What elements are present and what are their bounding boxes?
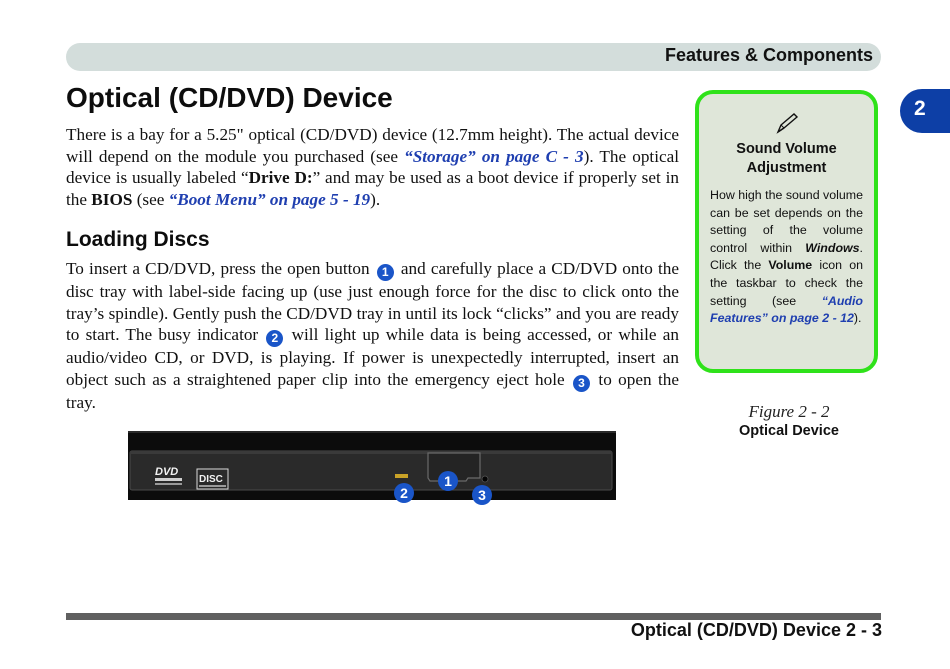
storage-link[interactable]: “Storage” on page C - 3 — [404, 146, 584, 166]
boot-menu-link[interactable]: “Boot Menu” on page 5 - 19 — [168, 189, 371, 209]
footer-page-label: Optical (CD/DVD) Device 2 - 3 — [630, 620, 882, 640]
callout-3: 3 — [573, 374, 591, 392]
sidebar-note: Sound Volume Adjustment How high the sou… — [695, 90, 878, 373]
chapter-tab[interactable]: 2 — [900, 89, 950, 133]
figure-callout-3: 3 — [472, 485, 492, 505]
figure-label: Figure 2 - 2 — [748, 402, 830, 421]
compact-disc-logo: DISC — [196, 468, 229, 490]
svg-text:DVD: DVD — [155, 466, 178, 478]
svg-text:1: 1 — [444, 473, 452, 489]
chapter-number: 2 — [914, 97, 926, 120]
intro-paragraph: There is a bay for a 5.25" optical (CD/D… — [66, 125, 680, 209]
callout-1: 1 — [376, 264, 394, 281]
figure-callout-2: 2 — [394, 483, 414, 503]
loading-discs-paragraph: To insert a CD/DVD, press the open butto… — [66, 259, 680, 412]
page-title: Optical (CD/DVD) Device — [66, 82, 393, 113]
audio-features-link[interactable]: “Audio Features” on page 2 - 12 — [710, 293, 863, 326]
header-title: Features & Components — [664, 45, 873, 65]
figure-name: Optical Device — [739, 423, 839, 439]
busy-indicator — [395, 474, 408, 478]
sidebar-title: Sound Volume Adjustment — [736, 141, 837, 176]
sidebar-body: How high the sound volume can be set dep… — [710, 188, 863, 326]
callout-2: 2 — [266, 330, 284, 348]
section-title: Loading Discs — [66, 228, 210, 251]
svg-text:3: 3 — [478, 487, 486, 503]
svg-text:2: 2 — [400, 485, 408, 501]
dvd-logo: DVD — [155, 466, 182, 485]
figure-caption: Figure 2 - 2 Optical Device — [700, 402, 878, 440]
header-bar: Features & Components — [66, 43, 881, 71]
footer-bar — [66, 613, 881, 620]
pen-icon — [775, 113, 798, 134]
eject-hole — [481, 475, 489, 483]
optical-drive-illustration: DVD DISC 1 2 3 — [128, 431, 616, 505]
svg-text:DISC: DISC — [199, 474, 223, 485]
figure-callout-1: 1 — [438, 471, 458, 491]
